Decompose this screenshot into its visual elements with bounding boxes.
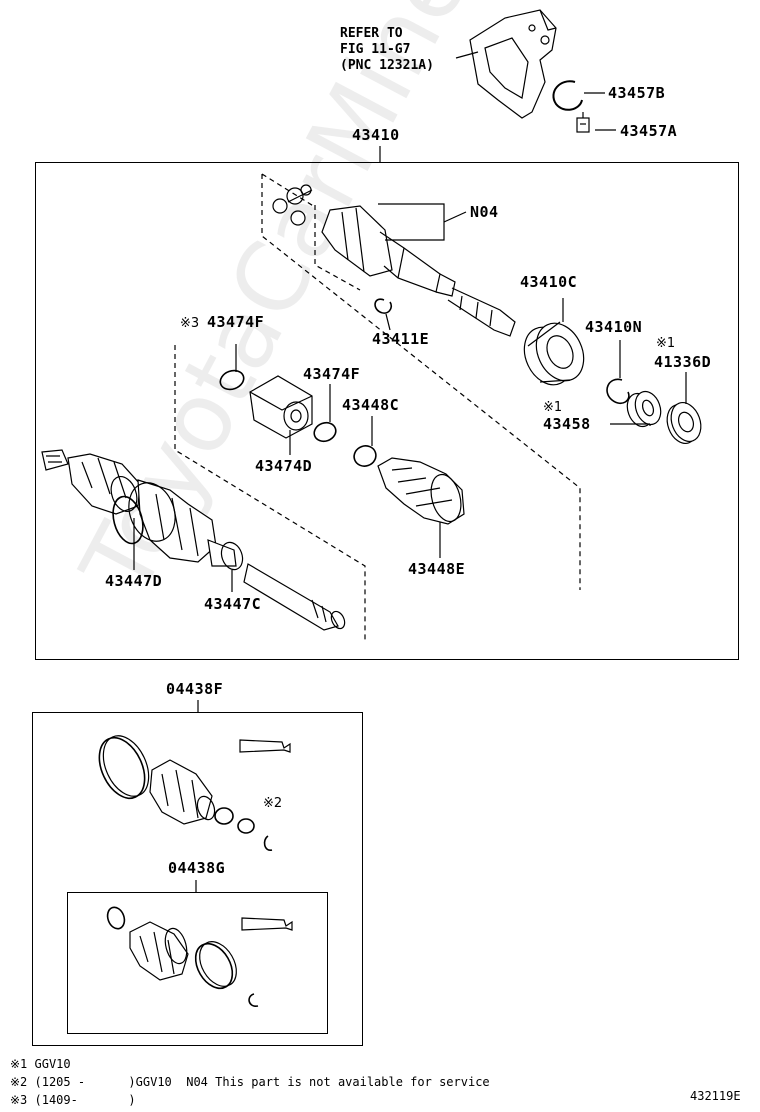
label-43447C: 43447C [204,595,262,613]
label-43474F-b: 43474F [303,365,361,383]
label-43447D: 43447D [105,572,163,590]
boot-kit-frame-04438F [32,712,363,1046]
outer-joint-drawing [41,449,346,631]
kit-04438F-parts-drawing [98,735,291,851]
damper-43474D-drawing [249,375,313,439]
refer-line-1: REFER TO [340,26,403,41]
leader-refer [455,51,479,59]
label-43410N: 43410N [585,318,643,336]
bearing-43458-drawing [626,390,662,428]
clamp-43474F-b [313,421,337,443]
label-43474F-a: 43474F [207,313,265,331]
footnote-1: ※1 GGV10 [10,1057,71,1071]
ring-43410N [606,378,630,405]
label-43457B: 43457B [608,84,666,102]
label-41336D: 41336D [654,353,712,371]
bearing-bracket-drawing [469,9,557,119]
footnote-3: ※3 (1409- ) [10,1093,136,1107]
bearing-43410C-drawing [523,321,585,386]
mark-2-kit: ※2 [263,796,283,811]
snap-ring-43457B [552,80,583,111]
mark-3-43474F: ※3 [180,316,200,331]
footnote-2: ※2 (1205 - )GGV10 N04 This part is not a… [10,1075,490,1089]
inner-joint-housing-drawing [321,205,516,337]
label-43474D: 43474D [255,457,313,475]
leader-N04 [378,203,445,241]
label-43410: 43410 [352,126,400,144]
tripod-joint-drawing [272,184,313,226]
label-43448C: 43448C [342,396,400,414]
label-43458: 43458 [543,415,591,433]
clamp-43448C [353,445,377,467]
assembly-frame-43410 [35,162,739,660]
label-04438F: 04438F [166,680,224,698]
boot-kit-frame-04438G [67,892,328,1034]
refer-line-3: (PNC 12321A) [340,58,434,73]
circlip-43411E [374,298,393,314]
refer-line-2: FIG 11-G7 [340,42,411,57]
seal-41336D-drawing [666,402,702,444]
label-43410C: 43410C [520,273,578,291]
mark-1-43458: ※1 [543,400,563,415]
label-04438G: 04438G [168,859,226,877]
mark-1-41336D: ※1 [656,336,676,351]
kit-04438G-parts-drawing [106,906,293,1007]
bolt-43457A [576,112,590,133]
clamp-43474F-a [219,369,245,391]
figure-id: 432119E [690,1089,741,1103]
label-43411E: 43411E [372,330,430,348]
label-43448E: 43448E [408,560,466,578]
label-43457A: 43457A [620,122,678,140]
boot-43448E-drawing [377,457,465,525]
label-N04: N04 [470,203,499,221]
